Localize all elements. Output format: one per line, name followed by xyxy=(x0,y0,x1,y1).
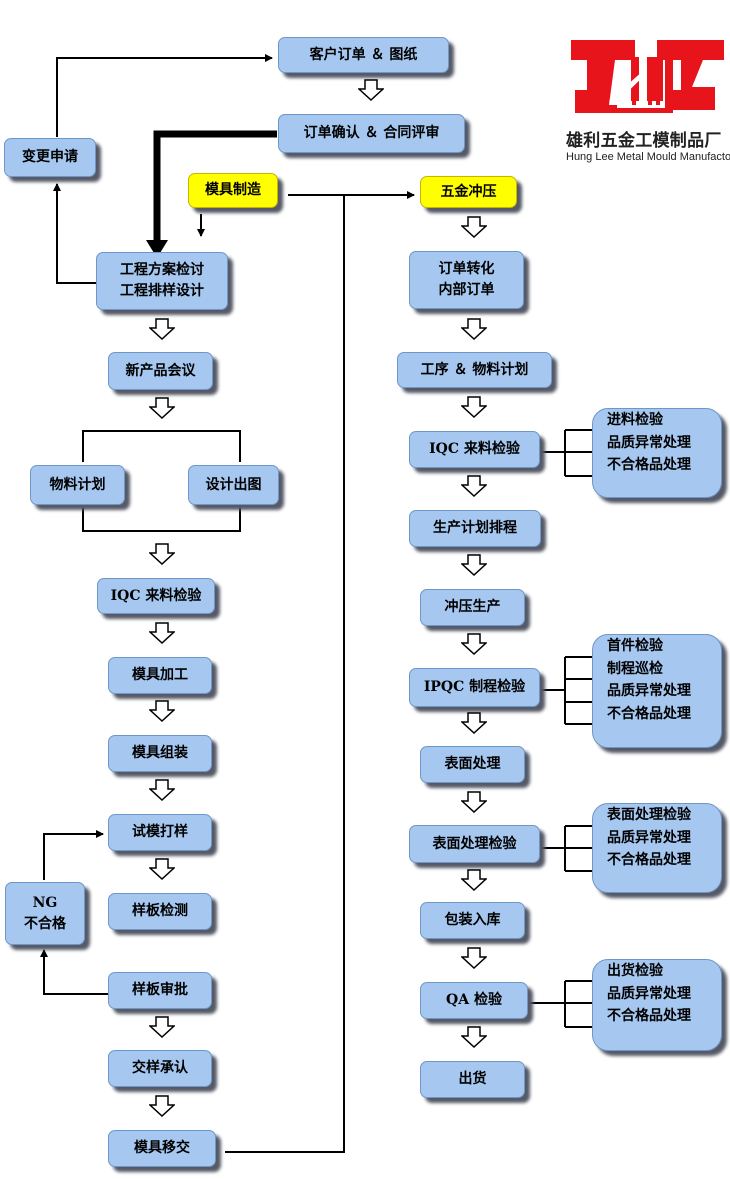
ipqc-detail-box: 首件检验 制程巡检 品质异常处理 不合格品处理 xyxy=(592,634,722,748)
down-arrow-icon xyxy=(149,397,175,419)
down-arrow-icon xyxy=(461,947,487,969)
customer-order-box: 客户订单 ＆ 图纸 xyxy=(278,37,449,73)
down-arrow-icon xyxy=(149,318,175,340)
iqc-detail-box: 进料检验 品质异常处理 不合格品处理 xyxy=(592,408,722,498)
mould-iqc-box: IQC 来料检验 xyxy=(97,578,215,614)
surface-check-box: 表面处理检验 xyxy=(409,825,540,863)
ipqc-detail-item: 品质异常处理 xyxy=(607,683,691,700)
engineering-plan-box: 工程方案检讨 工程排样设计 xyxy=(96,252,228,310)
new-product-meeting-box: 新产品会议 xyxy=(108,352,213,390)
down-arrow-icon xyxy=(461,712,487,734)
process-material-plan-box: 工序 ＆ 物料计划 xyxy=(397,352,552,388)
surface-treatment-box: 表面处理 xyxy=(420,746,525,783)
sample-test-box: 样板检测 xyxy=(108,893,212,930)
mould-manufacturing-box: 模具制造 xyxy=(188,173,278,208)
down-arrow-icon xyxy=(149,858,175,880)
qa-detail-item: 不合格品处理 xyxy=(607,1008,691,1025)
production-schedule-box: 生产计划排程 xyxy=(409,510,541,547)
down-arrow-icon xyxy=(149,1095,175,1117)
surface-detail-bracket xyxy=(540,825,592,872)
split-bracket-bottom xyxy=(82,507,241,532)
iqc-detail-item: 进料检验 xyxy=(607,412,663,428)
approval-to-ng-line xyxy=(40,949,108,995)
down-arrow-icon xyxy=(149,779,175,801)
ng-fail-label: 不合格 xyxy=(24,915,66,932)
split-bracket-top xyxy=(82,430,241,462)
surface-detail-box: 表面处理检验 品质异常处理 不合格品处理 xyxy=(592,803,722,893)
ipqc-detail-bracket xyxy=(540,656,592,725)
surface-detail-item: 不合格品处理 xyxy=(607,852,691,869)
engineering-plan-line2: 工程排样设计 xyxy=(120,283,204,299)
shipment-box: 出货 xyxy=(420,1061,525,1098)
iqc-detail-item: 品质异常处理 xyxy=(607,434,691,451)
company-name-cn: 雄利五金工模制品厂 xyxy=(566,131,722,151)
down-arrow-icon xyxy=(149,622,175,644)
down-arrow-icon xyxy=(461,554,487,576)
ng-box: NG 不合格 xyxy=(5,882,85,945)
transfer-to-stamping-line xyxy=(225,195,345,1153)
qa-detail-box: 出货检验 品质异常处理 不合格品处理 xyxy=(592,959,722,1051)
qa-detail-item: 出货检验 xyxy=(607,963,663,979)
sample-approval-box: 样板审批 xyxy=(108,972,212,1009)
ng-label: NG xyxy=(32,894,58,911)
packing-storage-box: 包装入库 xyxy=(420,902,525,939)
change-to-order-line xyxy=(56,54,273,137)
stamping-production-box: 冲压生产 xyxy=(420,589,525,626)
surface-detail-item: 表面处理检验 xyxy=(607,807,691,823)
order-conversion-line1: 订单转化 xyxy=(438,261,495,277)
engineering-plan-line1: 工程方案检讨 xyxy=(120,262,204,278)
down-arrow-icon xyxy=(358,79,384,101)
ipqc-detail-item: 不合格品处理 xyxy=(607,706,691,723)
iqc-detail-item: 不合格品处理 xyxy=(607,457,691,474)
down-arrow-icon xyxy=(149,1016,175,1038)
down-arrow-icon xyxy=(461,216,487,238)
plan-to-change-line xyxy=(53,183,96,284)
company-logo xyxy=(571,40,724,113)
down-arrow-icon xyxy=(149,700,175,722)
down-arrow-icon xyxy=(461,318,487,340)
down-arrow-icon xyxy=(461,791,487,813)
down-arrow-icon xyxy=(461,396,487,418)
order-conversion-box: 订单转化 内部订单 xyxy=(409,251,524,309)
down-arrow-icon xyxy=(461,633,487,655)
down-arrow-icon xyxy=(461,869,487,891)
mould-assembly-box: 模具组装 xyxy=(108,735,212,772)
qa-detail-bracket xyxy=(528,980,592,1028)
company-name-en: Hung Lee Metal Mould Manufactory xyxy=(566,151,730,163)
confirm-to-plan-arrow xyxy=(153,130,277,244)
down-arrow-icon xyxy=(461,475,487,497)
material-plan-box: 物料计划 xyxy=(30,465,125,505)
qa-detail-item: 品质异常处理 xyxy=(607,985,691,1002)
ng-to-trial-line xyxy=(43,830,104,880)
qa-inspection-box: QA 检验 xyxy=(420,982,528,1019)
surface-detail-item: 品质异常处理 xyxy=(607,829,691,846)
design-drawing-box: 设计出图 xyxy=(188,465,279,505)
sample-submit-box: 交样承认 xyxy=(108,1050,212,1087)
change-request-box: 变更申请 xyxy=(4,138,96,177)
ipqc-box: IPQC 制程检验 xyxy=(409,668,540,707)
ipqc-detail-item: 制程巡检 xyxy=(607,660,663,677)
mould-transfer-box: 模具移交 xyxy=(108,1130,216,1167)
iqc-detail-bracket xyxy=(540,429,592,477)
mould-processing-box: 模具加工 xyxy=(108,657,212,694)
metal-stamping-box: 五金冲压 xyxy=(420,176,517,208)
stamping-iqc-box: IQC 来料检验 xyxy=(409,431,540,468)
down-arrow-icon xyxy=(149,543,175,565)
confirm-to-plan-arrowhead xyxy=(146,240,168,258)
down-arrow-icon xyxy=(461,1026,487,1048)
order-conversion-line2: 内部订单 xyxy=(438,282,495,298)
ipqc-detail-item: 首件检验 xyxy=(607,638,663,654)
trial-mould-box: 试模打样 xyxy=(108,814,212,851)
order-confirm-box: 订单确认 ＆ 合同评审 xyxy=(278,114,465,153)
